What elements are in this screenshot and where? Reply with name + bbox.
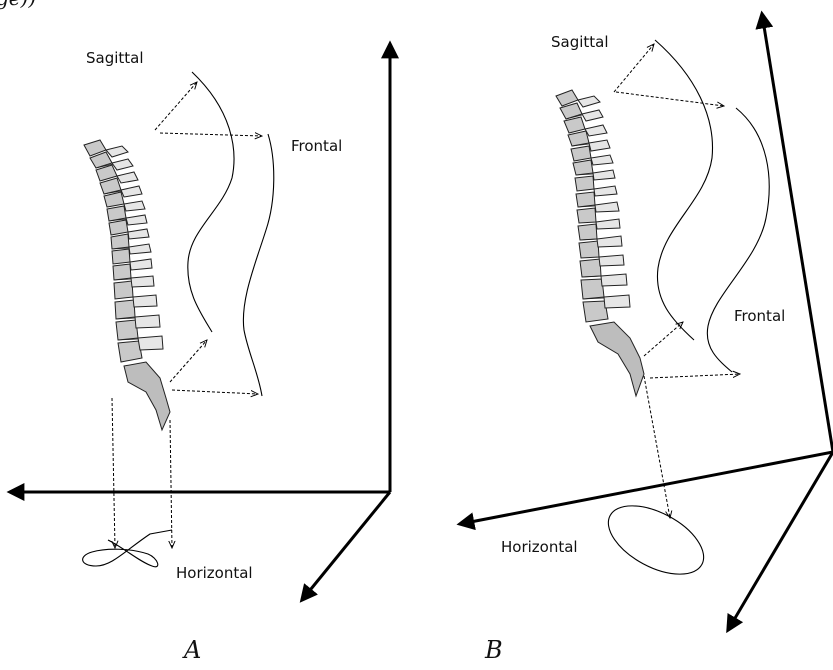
panel-b-frontal-label: Frontal [734,307,785,325]
panel-b-vertical-axis [762,14,833,452]
top-fragment-text: ge)) [0,0,36,10]
panel-a-frontal-curve [243,134,273,396]
panel-a-horizontal-curve [83,530,172,567]
panel-b-horizontal-label: Horizontal [501,538,578,556]
panel-b-spine [556,90,644,396]
panel-a-depth-axis [302,492,390,600]
panel-b-horizontal-ellipse [597,492,714,589]
panel-b-horizontal-axis [460,452,833,524]
panel-a-spine [84,140,170,430]
panel-a-sagittal-label: Sagittal [86,49,144,67]
panel-b-sagittal-curve [655,40,713,340]
panel-b-depth-axis [728,452,833,630]
panel-a-horizontal-label: Horizontal [176,564,253,582]
panel-a [10,44,390,600]
panel-b-sagittal-label: Sagittal [551,33,609,51]
panel-a-caption: A [184,636,201,664]
panel-a-sagittal-curve [188,72,234,332]
panel-a-frontal-label: Frontal [291,137,342,155]
panel-b-caption: B [485,636,503,664]
panel-b-frontal-curve [707,108,769,372]
